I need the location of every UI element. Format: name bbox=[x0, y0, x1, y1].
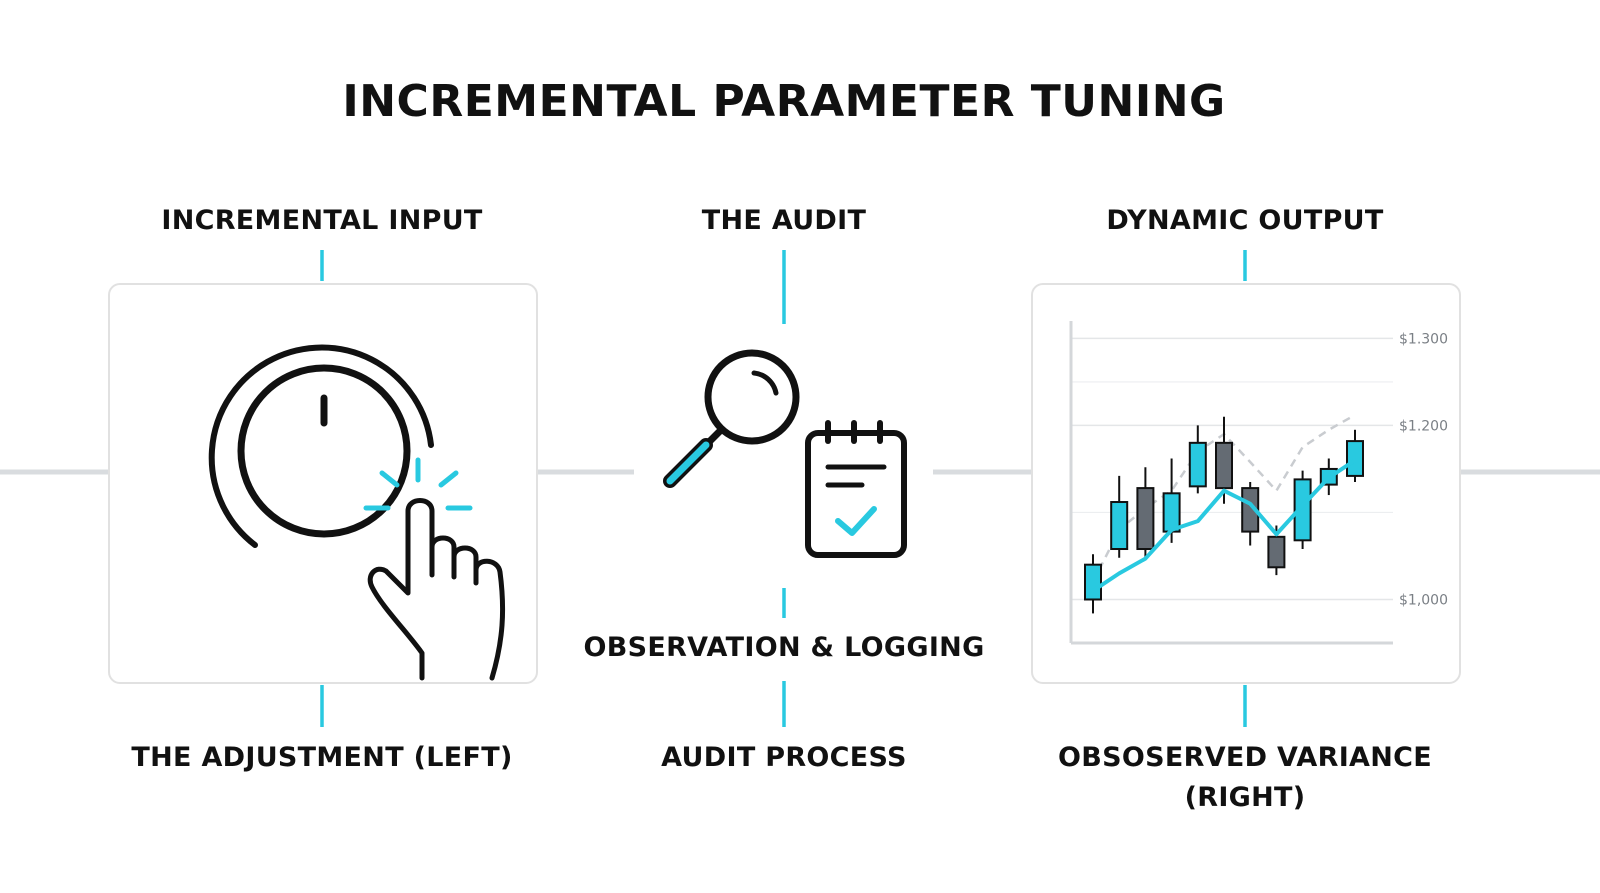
pointing-hand-icon[interactable] bbox=[367, 498, 506, 681]
magnifying-glass-icon[interactable] bbox=[663, 349, 800, 488]
the-adjustment-label: THE ADJUSTMENT (LEFT) bbox=[131, 742, 513, 773]
vertical-connector bbox=[320, 250, 1247, 727]
observed-variance-label: OBSOSERVED VARIANCE (RIGHT) bbox=[1000, 738, 1490, 818]
dial-knob-icon[interactable] bbox=[208, 344, 434, 548]
dynamic-output-panel: $1.300 $1.200 $1,000 bbox=[1031, 283, 1461, 684]
observed-variance-line2: (RIGHT) bbox=[1184, 782, 1306, 813]
y-tick-label: $1.200 bbox=[1399, 418, 1448, 434]
y-tick-label: $1.300 bbox=[1399, 331, 1448, 347]
candle-body bbox=[1162, 492, 1181, 533]
candle-body bbox=[1136, 487, 1155, 551]
candle-body bbox=[1241, 487, 1260, 533]
dynamic-output-label: DYNAMIC OUTPUT bbox=[1106, 205, 1384, 236]
y-tick-label: $1,000 bbox=[1399, 592, 1448, 608]
candlestick-chart: $1.300 $1.200 $1,000 bbox=[1069, 321, 1448, 645]
observed-variance-line1: OBSOSERVED VARIANCE bbox=[1057, 742, 1432, 773]
observation-logging-label: OBSERVATION & LOGGING bbox=[583, 632, 985, 663]
page-title: INCREMENTAL PARAMETER TUNING bbox=[342, 76, 1226, 127]
candle-body bbox=[1110, 501, 1129, 551]
incremental-input-label: INCREMENTAL INPUT bbox=[161, 205, 483, 236]
candle-body bbox=[1293, 478, 1312, 542]
audit-process-label: AUDIT PROCESS bbox=[661, 742, 907, 773]
candle-body bbox=[1084, 563, 1102, 601]
adjustment-panel bbox=[108, 283, 538, 684]
the-audit-label: THE AUDIT bbox=[701, 205, 867, 236]
tap-spark-icon bbox=[363, 457, 473, 511]
candle-body bbox=[1215, 441, 1233, 490]
candle-body bbox=[1267, 535, 1286, 569]
audit-icons bbox=[663, 349, 907, 558]
checklist-clipboard-icon[interactable] bbox=[805, 420, 907, 558]
solid-trend-line bbox=[1091, 458, 1357, 593]
candle-body bbox=[1188, 441, 1207, 488]
